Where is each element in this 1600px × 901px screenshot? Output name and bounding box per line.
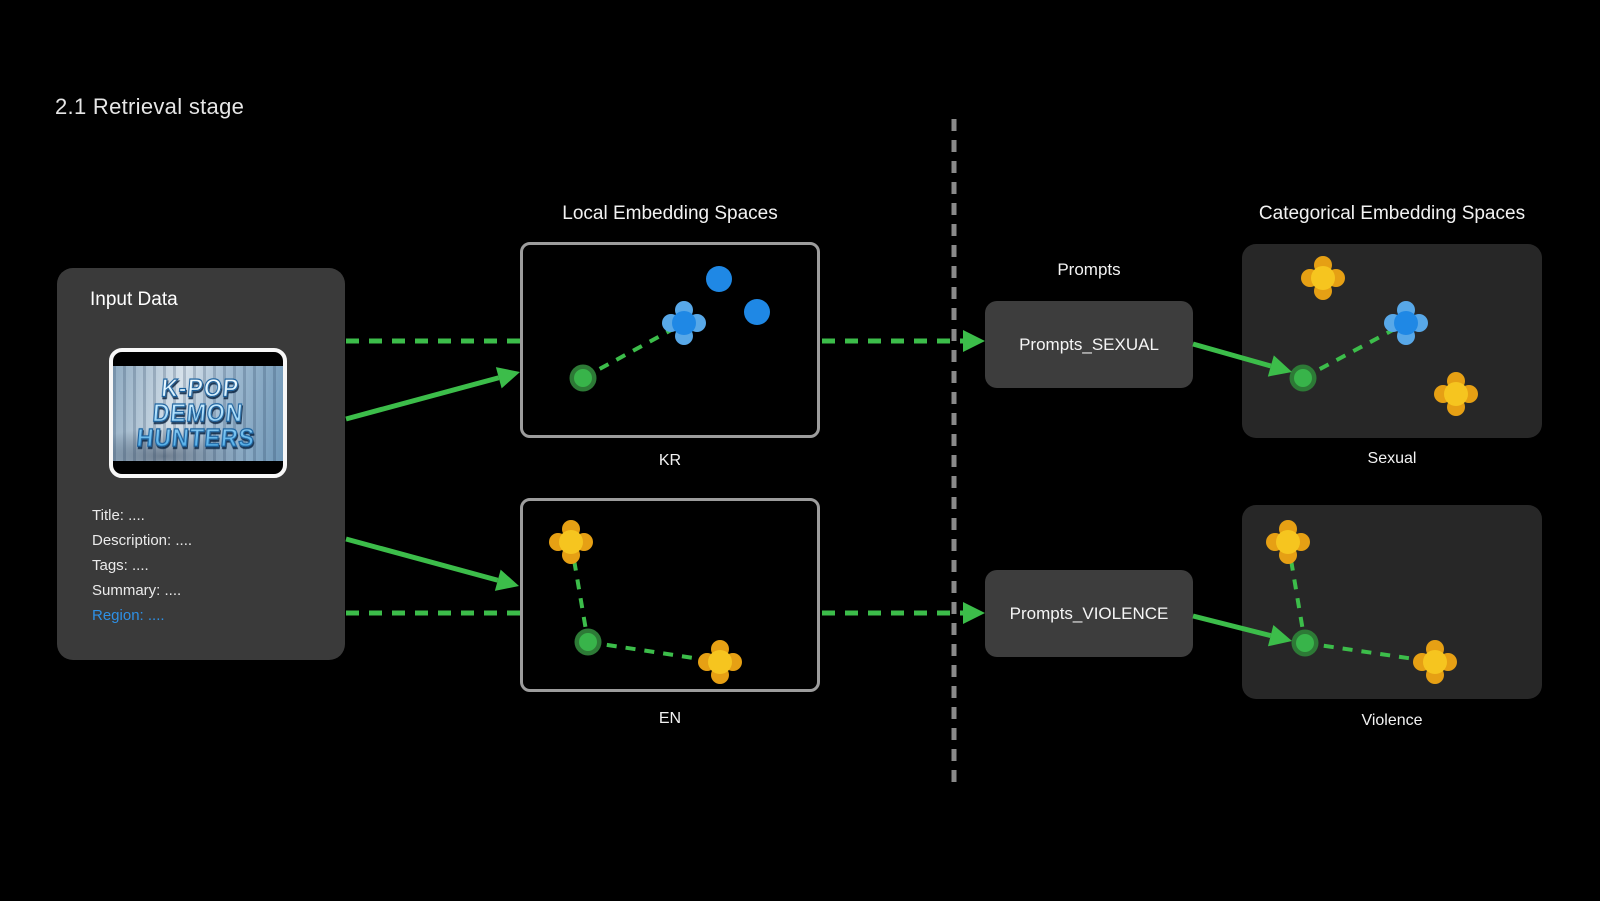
yellow-clover-node <box>1444 382 1468 406</box>
embedding-edge <box>587 640 721 664</box>
prompts-header: Prompts <box>1057 260 1121 279</box>
input-data-panel: Input Data K-POP DEMON HUNTERS Title: ..… <box>57 268 345 660</box>
kr-label: KR <box>658 452 682 469</box>
en-label: EN <box>658 710 682 727</box>
embedding-edge <box>1304 641 1436 664</box>
thumbnail-line-1: K-POP <box>160 373 241 403</box>
embedding-edge <box>1286 541 1307 644</box>
solid-flow-arrow <box>345 375 500 422</box>
violence-embedding-box <box>1242 505 1542 699</box>
green-node <box>574 369 592 387</box>
sexual-embedding-box <box>1242 244 1542 438</box>
en-scatter <box>549 520 742 684</box>
arrowhead <box>963 330 985 352</box>
input-data-title: Input Data <box>90 289 178 310</box>
yellow-clover-node <box>559 530 583 554</box>
kr-scatter <box>569 266 770 392</box>
violence-label: Violence <box>1361 712 1423 729</box>
field-tags: Tags: .... <box>92 557 149 574</box>
thumbnail-line-2: DEMON <box>151 398 245 428</box>
kr-embedding-box <box>520 242 820 438</box>
kpop-demon-hunters-thumbnail: K-POP DEMON HUNTERS <box>109 348 287 478</box>
field-title: Title: .... <box>92 507 145 524</box>
arrowhead <box>963 602 985 624</box>
yellow-clover-node <box>1276 530 1300 554</box>
local-embedding-spaces-header: Local Embedding Spaces <box>562 203 778 224</box>
page-title: 2.1 Retrieval stage <box>55 94 245 119</box>
embedding-edge <box>1302 321 1407 380</box>
field-description: Description: .... <box>92 532 193 549</box>
blue-clover-node <box>1394 311 1418 335</box>
en-embedding-box <box>520 498 820 692</box>
solid-flow-arrow <box>345 536 499 583</box>
prompts-sexual-label: Prompts_SEXUAL <box>1019 334 1159 354</box>
field-summary: Summary: .... <box>92 582 182 599</box>
green-node <box>579 633 597 651</box>
blue-node <box>744 299 770 325</box>
embedding-edge <box>582 321 685 380</box>
yellow-clover-node <box>1423 650 1447 674</box>
field-region: Region: .... <box>92 607 165 624</box>
sexual-label: Sexual <box>1367 450 1417 467</box>
arrowhead <box>494 569 519 591</box>
embedding-edge <box>569 541 590 643</box>
thumbnail-title-text: K-POP DEMON HUNTERS <box>113 364 283 463</box>
arrowhead <box>495 367 520 389</box>
prompts-sexual-box: Prompts_SEXUAL <box>985 301 1193 388</box>
thumbnail-photo: K-POP DEMON HUNTERS <box>113 366 283 461</box>
yellow-clover-node <box>1311 266 1335 290</box>
thumbnail-line-3: HUNTERS <box>135 423 257 452</box>
prompts-violence-box: Prompts_VIOLENCE <box>985 570 1193 657</box>
green-node <box>1296 634 1314 652</box>
violence-scatter <box>1266 520 1457 684</box>
sexual-scatter <box>1289 256 1478 416</box>
blue-node <box>706 266 732 292</box>
input-metadata-fields: Title: .... Description: .... Tags: ....… <box>92 508 192 633</box>
green-node <box>1294 369 1312 387</box>
prompts-violence-label: Prompts_VIOLENCE <box>1009 603 1169 623</box>
yellow-clover-node <box>708 650 732 674</box>
categorical-embedding-spaces-header: Categorical Embedding Spaces <box>1258 203 1526 224</box>
blue-clover-node <box>672 311 696 335</box>
